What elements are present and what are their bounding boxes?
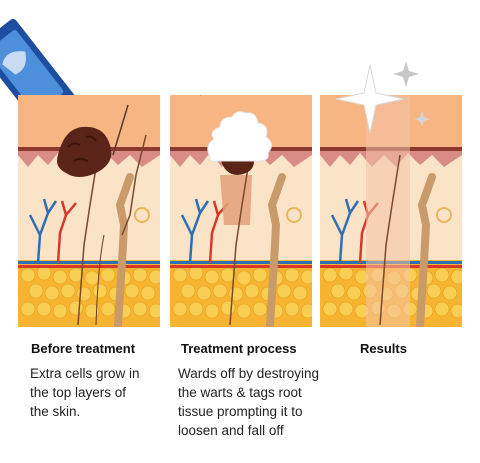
- description-line: loosen and fall off: [178, 423, 284, 438]
- description-line: the warts & tags root: [178, 385, 302, 400]
- panel-before-treatment: [18, 95, 160, 327]
- stage-title-treatment-process: Treatment process: [181, 341, 297, 356]
- stage-title-before-treatment: Before treatment: [31, 341, 136, 356]
- panel-results: [320, 95, 462, 327]
- sparkle-icon: [335, 61, 430, 134]
- skin-cross-section: [170, 95, 312, 327]
- description-line: the skin.: [30, 404, 81, 419]
- description-line: the top layers of: [30, 385, 127, 400]
- description-line: tissue prompting it to: [178, 404, 303, 419]
- panel-treatment-process: [170, 95, 312, 327]
- stage-title-results: Results: [360, 341, 407, 356]
- description-line: Wards off by destroying: [178, 366, 320, 381]
- stage-description-treatment-process: Wards off by destroying the warts & tags…: [178, 364, 338, 440]
- skin-cross-section: [18, 95, 160, 327]
- skin-cross-section: [320, 95, 462, 327]
- stage-description-before-treatment: Extra cells grow in the top layers of th…: [30, 364, 160, 421]
- description-line: Extra cells grow in: [30, 366, 140, 381]
